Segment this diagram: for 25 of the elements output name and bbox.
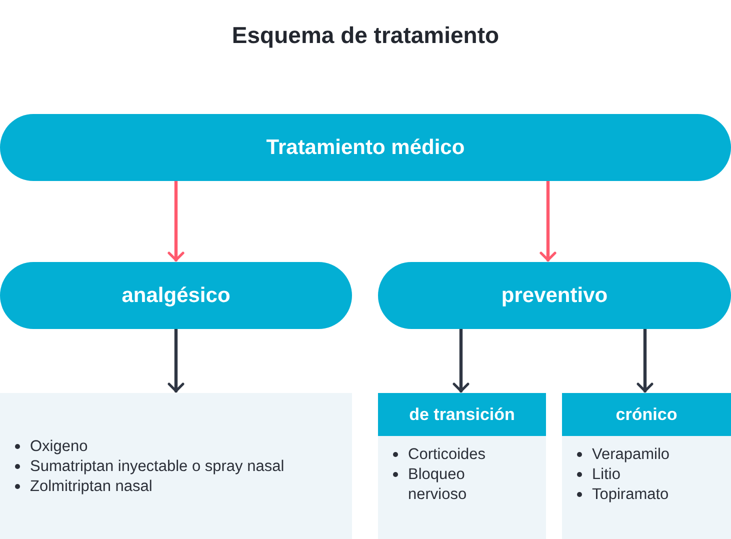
list-item: Litio [592, 466, 620, 483]
list-panel [0, 393, 352, 539]
card-header: de transición [378, 393, 546, 436]
category-pill [378, 262, 731, 329]
list-card [562, 393, 731, 539]
arrow [168, 327, 184, 393]
list-item: Bloqueo nervioso [408, 466, 467, 503]
category-label: preventivo [501, 284, 608, 308]
list-item: Zolmitriptan nasal [30, 478, 152, 495]
list-item: Oxigeno [30, 438, 88, 455]
list-item: Corticoides [408, 446, 486, 463]
arrow [168, 179, 184, 262]
diagram-title: Esquema de tratamiento [230, 22, 500, 49]
list-item: Verapamilo [592, 446, 670, 463]
category-pill [0, 262, 352, 329]
category-pill [0, 114, 731, 181]
list-item: Topiramato [592, 486, 669, 503]
category-label: analgésico [122, 284, 230, 308]
arrow [540, 179, 556, 262]
arrow [636, 327, 654, 393]
list-card [378, 393, 546, 539]
card-header: crónico [562, 393, 731, 436]
list-item: Sumatriptan inyectable o spray nasal [30, 458, 284, 475]
arrow [452, 327, 470, 393]
category-label: Tratamiento médico [266, 136, 465, 160]
